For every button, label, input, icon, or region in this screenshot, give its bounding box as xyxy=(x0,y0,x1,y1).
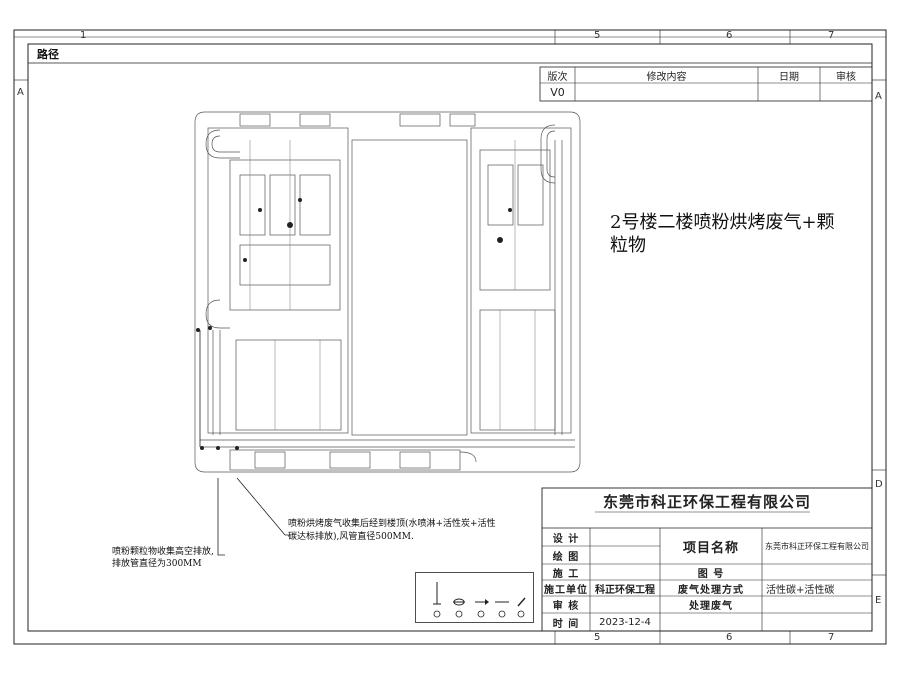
grid-number-top-5: 5 xyxy=(594,30,601,41)
revision-header-date: 日期 xyxy=(779,71,799,83)
review-label: 审 核 xyxy=(552,601,580,612)
note-right-line-2: 碳达标排放),风管直径500MM. xyxy=(288,532,414,542)
grid-letter-left-a: A xyxy=(17,87,24,98)
note-left-line-1: 喷粉颗粒物收集高空排放, xyxy=(112,547,214,557)
grid-number-bottom-6: 6 xyxy=(726,632,733,643)
grid-number-top-7: 7 xyxy=(828,30,835,41)
design-label: 设 计 xyxy=(552,533,580,545)
figure-number-label: 图 号 xyxy=(697,568,725,580)
project-value: 东莞市科正环保工程有限公司 xyxy=(765,541,869,551)
note-right: 喷粉烘烤废气收集后经到楼顶(水喷淋+活性炭+活性 碳达标排放),风管直径500M… xyxy=(288,518,496,544)
company-name: 东莞市科正环保工程有限公司 xyxy=(602,492,811,511)
grid-number-top-6: 6 xyxy=(726,30,733,41)
unit-label: 施工单位 xyxy=(544,584,588,596)
pipe-icon xyxy=(495,601,509,618)
note-left-line-2: 排放管直径为300MM xyxy=(112,559,202,569)
note-left: 喷粉颗粒物收集高空排放, 排放管直径为300MM xyxy=(112,546,214,570)
revision-version-value: V0 xyxy=(550,85,565,99)
grid-number-bottom-5: 5 xyxy=(594,632,601,643)
method-label: 废气处理方式 xyxy=(678,584,744,596)
waste-label: 处理废气 xyxy=(689,601,733,612)
draw-label: 绘 图 xyxy=(552,551,580,563)
drawing-caption: 2号楼二楼喷粉烘烤废气+颗粒物 xyxy=(610,212,835,256)
construct-label: 施 工 xyxy=(552,568,580,580)
note-right-line-1: 喷粉烘烤废气收集后经到楼顶(水喷淋+活性炭+活性 xyxy=(288,519,496,529)
arrow-icon xyxy=(475,599,489,618)
project-label: 项目名称 xyxy=(682,540,739,556)
fan-icon xyxy=(453,598,465,618)
legend-box xyxy=(415,572,534,623)
grid-number-bottom-7: 7 xyxy=(828,632,835,643)
header-title: 路径 xyxy=(37,48,59,61)
valve-icon xyxy=(433,582,441,618)
grid-letter-right-a: A xyxy=(875,91,882,102)
method-value: 活性碳+活性碳 xyxy=(766,584,835,596)
revision-header-review: 审核 xyxy=(836,71,856,83)
grid-letter-right-e: E xyxy=(875,595,882,606)
nozzle-icon xyxy=(517,597,526,618)
time-value: 2023-12-4 xyxy=(599,616,651,628)
grid-number-top-1: 1 xyxy=(80,30,87,41)
revision-header-version: 版次 xyxy=(547,71,568,83)
revision-header-content: 修改内容 xyxy=(646,71,687,83)
unit-value: 科正环保工程 xyxy=(595,584,655,596)
time-label: 时 间 xyxy=(552,618,580,630)
grid-letter-right-d: D xyxy=(875,479,883,490)
